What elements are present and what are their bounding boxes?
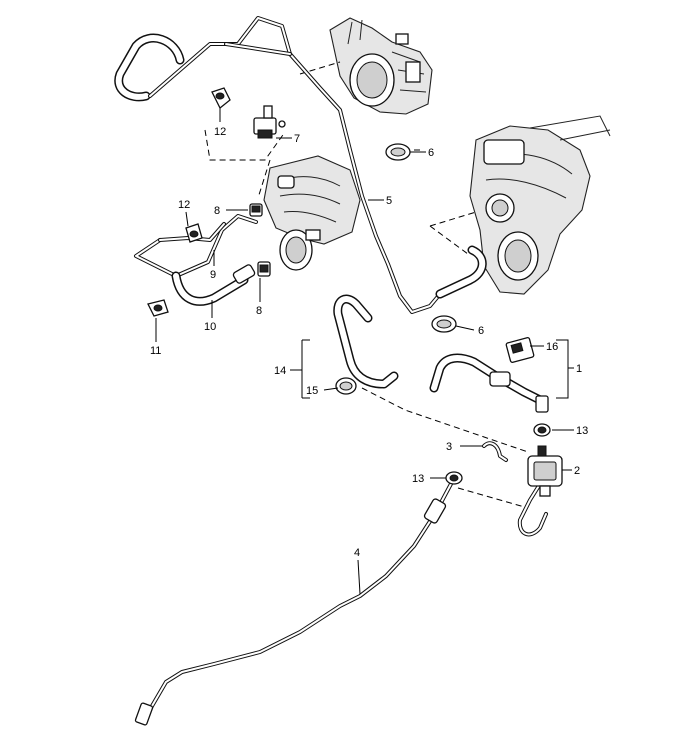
callout-12-upper: 12 — [214, 126, 226, 138]
callout-13-upper: 13 — [576, 425, 588, 437]
callout-11: 11 — [150, 345, 161, 357]
vacuum-line-5 — [148, 16, 442, 314]
clamp-12-upper — [211, 87, 231, 110]
clamp-13-upper — [533, 423, 551, 437]
connector-16 — [505, 337, 535, 363]
throttle-body-drawing — [329, 17, 433, 115]
callout-15: 15 — [306, 385, 318, 397]
callout-3: 3 — [446, 441, 452, 453]
intake-manifold-drawing — [263, 155, 361, 271]
callout-9: 9 — [210, 269, 216, 281]
callout-14: 14 — [274, 365, 286, 377]
clip-8-lower — [257, 261, 271, 277]
callout-6-lower: 6 — [478, 325, 484, 337]
callout-4: 4 — [354, 547, 360, 559]
callout-8-upper: 8 — [214, 205, 220, 217]
callout-1: 1 — [576, 363, 582, 375]
clamp-6-lower — [431, 315, 457, 333]
upper-vacuum-hose — [114, 33, 185, 102]
turbo-hose — [435, 245, 487, 299]
dashed-reference-lines — [204, 61, 529, 509]
valve-2 — [527, 445, 563, 497]
callout-16: 16 — [546, 341, 558, 353]
callout-6-upper: 6 — [428, 147, 434, 159]
line-3 — [482, 441, 508, 462]
clamp-13-lower — [445, 471, 463, 485]
valve-7 — [253, 105, 286, 139]
line-to-valve — [517, 482, 548, 537]
hose-14 — [333, 294, 399, 389]
line-4 — [134, 480, 454, 726]
hose-1 — [429, 353, 549, 413]
callout-labels: 12 7 6 5 8 12 9 10 8 11 6 14 15 16 1 13 … — [150, 126, 588, 559]
callout-7: 7 — [294, 133, 300, 145]
callout-5: 5 — [386, 195, 392, 207]
callout-12-lower: 12 — [178, 199, 190, 211]
callout-8-lower: 8 — [256, 305, 262, 317]
callout-13-lower: 13 — [412, 473, 424, 485]
clamp-15 — [335, 377, 357, 395]
turbocharger-drawing — [469, 115, 611, 295]
clamp-12-lower — [185, 223, 203, 243]
callout-2: 2 — [574, 465, 580, 477]
leader-lines — [155, 108, 574, 595]
clip-8-upper — [249, 203, 263, 217]
clamp-6-upper — [385, 143, 411, 161]
hose-10 — [171, 264, 256, 306]
callout-10: 10 — [204, 321, 216, 333]
clamp-11 — [147, 299, 169, 317]
